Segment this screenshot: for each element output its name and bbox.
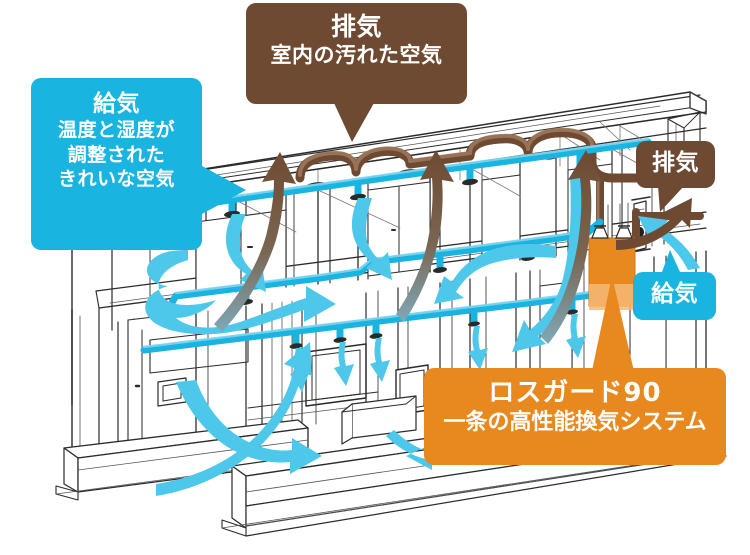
callout-lossguard-heading: ロスガード90 [488,378,662,408]
callout-supply-main-line-1: 温度と湿度が [57,119,175,142]
exhaust-airflow-arrow [214,150,692,344]
lossguard-pointer [590,276,636,380]
callout-supply-right-heading: 給気 [651,281,698,307]
lossguard-unit [588,225,636,310]
callout-supply-main-line-3: きれいな空気 [57,168,175,191]
callout-supply-main: 給気 温度と湿度が 調整された きれいな空気 [31,78,202,250]
callout-supply-main-heading: 給気 [93,91,140,117]
callout-exhaust-main-body: 室内の汚れた空気 [270,42,443,67]
supply-right-tail [662,250,680,272]
callout-exhaust-right-heading: 排気 [652,150,699,176]
callout-supply-right: 給気 [633,272,716,320]
exhaust-main-tail [334,103,374,142]
callout-exhaust-main: 排気 室内の汚れた空気 [246,3,467,104]
callout-lossguard-body: 一条の高性能換気システム [443,409,707,435]
callout-exhaust-right: 排気 [636,141,715,188]
callout-supply-main-line-2: 調整された [67,143,166,166]
callout-exhaust-main-heading: 排気 [330,12,382,41]
supply-main-tail [202,166,246,214]
exhaust-right-tail [658,186,684,212]
callout-lossguard: ロスガード90 一条の高性能換気システム [424,368,726,465]
supply-airflow-arrow [145,176,700,496]
